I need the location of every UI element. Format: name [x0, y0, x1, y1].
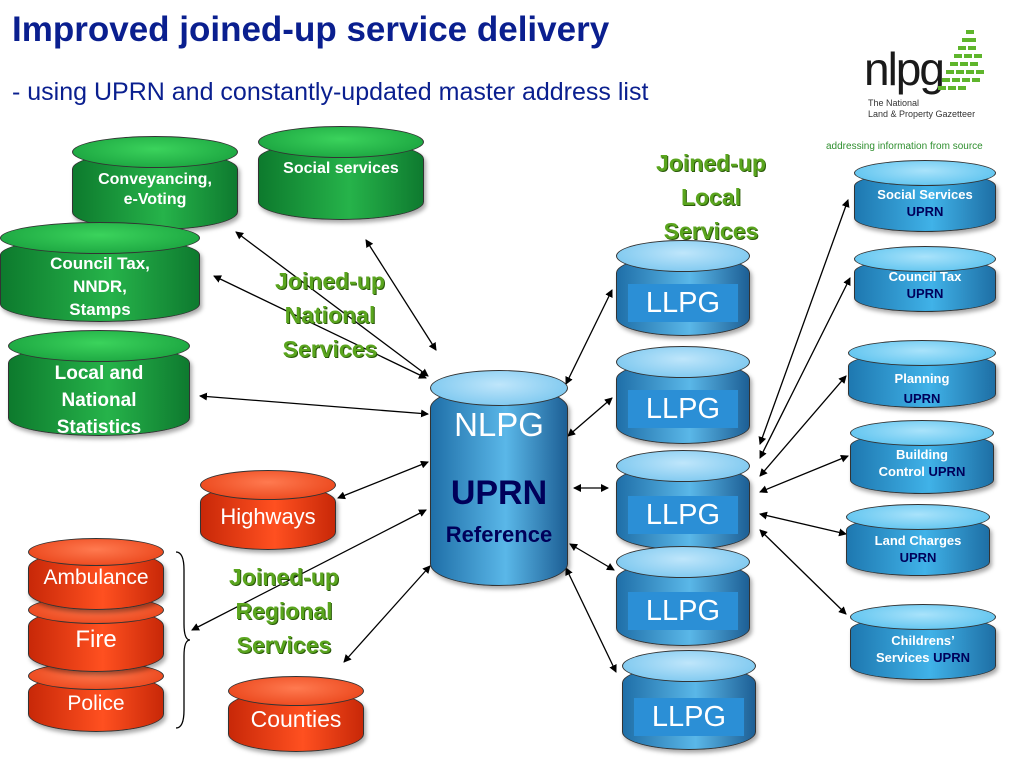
hub-id: UPRN: [450, 474, 548, 512]
local-service-land-charges: Land Charges UPRN: [846, 504, 990, 576]
local-service-social-services: Social Services UPRN: [854, 160, 996, 232]
page-subtitle: - using UPRN and constantly-updated mast…: [12, 78, 649, 106]
hub-caption: Reference: [445, 522, 553, 547]
regional-service-police: Police: [28, 662, 164, 732]
arrow-statistics-nlpg: [199, 392, 429, 418]
logo-tagline: addressing information from source: [826, 141, 983, 152]
national-service-social-services: Social services: [258, 126, 424, 220]
llpg-4: LLPG: [616, 546, 750, 646]
nlpg-logo: nlpg The National Land & Property Gazett…: [860, 28, 1000, 128]
label-local-services: Joined-up Local Services: [656, 150, 766, 244]
arrow-nlpg-llpg2: [567, 397, 613, 437]
arrow-llpg-counciltax: [759, 277, 851, 459]
national-service-conveyancing: Conveyancing, e-Voting: [72, 136, 238, 230]
local-service-council-tax: Council Tax UPRN: [854, 246, 996, 312]
hub-name: NLPG: [454, 406, 544, 443]
emergency-services-brace: [175, 551, 191, 729]
llpg-3: LLPG: [616, 450, 750, 550]
regional-service-highways: Highways: [200, 470, 336, 550]
llpg-1: LLPG: [616, 240, 750, 336]
arrow-highways-nlpg: [337, 460, 429, 500]
label-regional-services: Joined-up Regional Services: [229, 564, 339, 658]
arrow-ambulance-nlpg: [191, 509, 427, 631]
arrow-llpg-building: [759, 454, 849, 494]
arrow-llpg-landcharges: [759, 511, 847, 537]
logo-subtext: The National Land & Property Gazetteer: [868, 98, 976, 119]
label-national-services: Joined-up National Services: [275, 268, 385, 362]
regional-service-counties: Counties: [228, 676, 364, 752]
arrow-counties-nlpg: [343, 565, 431, 663]
logo-wordmark: nlpg: [864, 43, 945, 95]
national-service-council-tax: Council Tax, NNDR, Stamps: [0, 222, 200, 322]
llpg-2: LLPG: [616, 346, 750, 444]
llpg-5: LLPG: [622, 650, 756, 750]
regional-service-ambulance: Ambulance: [28, 538, 164, 610]
arrow-llpg-planning: [759, 375, 847, 477]
local-service-childrens: Childrens’ Services UPRN: [850, 604, 996, 680]
page-title: Improved joined-up service delivery: [12, 10, 610, 49]
arrow-llpg-childrens: [759, 529, 847, 615]
local-service-building-control: Building Control UPRN: [850, 420, 994, 494]
arrow-nlpg-llpg1: [565, 289, 613, 385]
national-service-statistics: Local and National Statistics: [8, 330, 190, 438]
arrow-nlpg-llpg4: [569, 543, 615, 571]
nlpg-hub: NLPG UPRN Reference: [430, 370, 568, 586]
arrow-nlpg-llpg5: [565, 567, 617, 673]
arrow-counciltax-nlpg: [213, 275, 427, 379]
logo-bars-icon: [938, 30, 984, 90]
local-service-planning: Planning UPRN: [848, 340, 996, 408]
